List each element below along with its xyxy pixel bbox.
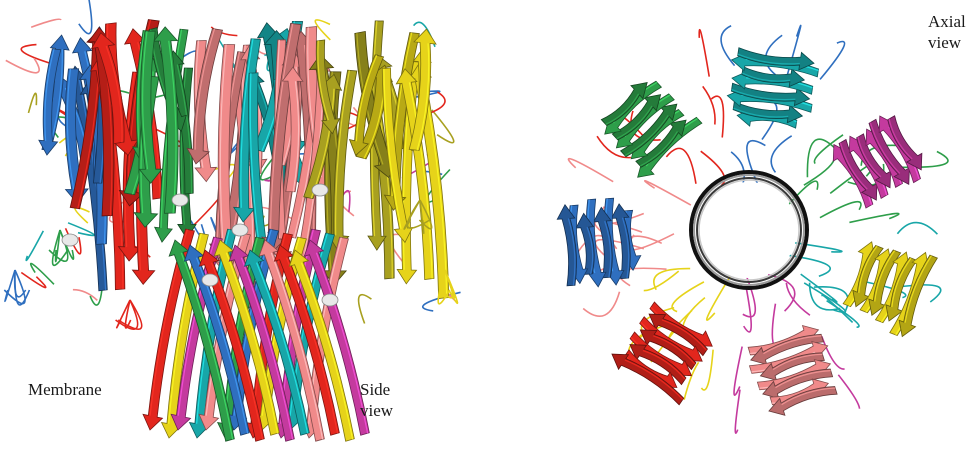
side-view-label-line2: view xyxy=(360,400,393,421)
axial-loop xyxy=(771,136,791,173)
axial-loop xyxy=(801,274,837,302)
axial-loop xyxy=(645,181,691,205)
axial-loop xyxy=(807,139,836,177)
axial-loop xyxy=(734,347,742,396)
side-loop xyxy=(79,0,92,34)
axial-loop xyxy=(711,96,723,137)
side-loop xyxy=(21,272,45,287)
axial-loop xyxy=(838,375,859,409)
axial-pore-lumen xyxy=(701,182,797,278)
axial-loop xyxy=(683,298,705,331)
side-turn-fragment xyxy=(202,274,218,286)
axial-loop xyxy=(644,271,679,290)
axial-view-structure xyxy=(520,0,978,458)
side-loop xyxy=(26,231,43,261)
axial-view-ribbon-model xyxy=(520,0,978,458)
side-loop xyxy=(31,19,61,27)
side-turn-fragment xyxy=(232,224,248,236)
side-loop xyxy=(6,58,39,73)
axial-loop xyxy=(820,202,861,218)
side-turn-fragment xyxy=(172,194,188,206)
side-loop xyxy=(75,207,90,223)
axial-loop xyxy=(786,283,810,315)
axial-loop xyxy=(735,390,740,433)
axial-loop xyxy=(672,282,704,312)
axial-loop xyxy=(666,148,696,183)
side-loop xyxy=(359,295,372,324)
axial-view-label-line2: view xyxy=(928,32,966,53)
axial-loop xyxy=(568,159,613,182)
axial-loop xyxy=(744,286,752,332)
side-loop xyxy=(315,20,330,40)
axial-loop xyxy=(849,213,898,222)
side-rim-loop xyxy=(5,270,15,301)
side-loop xyxy=(68,223,94,236)
axial-view-label-line1: Axial xyxy=(928,11,966,32)
membrane-label: Membrane xyxy=(28,379,102,400)
side-turn-fragment xyxy=(62,234,78,246)
side-view-label-line1: Side xyxy=(360,379,393,400)
side-turn-fragment xyxy=(322,294,338,306)
side-loop xyxy=(431,92,445,112)
side-turn-fragment xyxy=(312,184,328,196)
axial-loop xyxy=(699,30,709,77)
axial-loop xyxy=(654,269,690,290)
side-view-label: Side view xyxy=(360,379,393,421)
axial-loop xyxy=(703,86,715,124)
side-loop xyxy=(28,93,36,113)
axial-loop xyxy=(820,42,845,80)
axial-loop xyxy=(595,240,643,255)
side-loop xyxy=(73,290,97,301)
axial-loop xyxy=(766,35,782,74)
axial-loop xyxy=(583,292,619,316)
axial-view-label: Axial view xyxy=(928,11,966,53)
axial-loop xyxy=(897,223,937,235)
